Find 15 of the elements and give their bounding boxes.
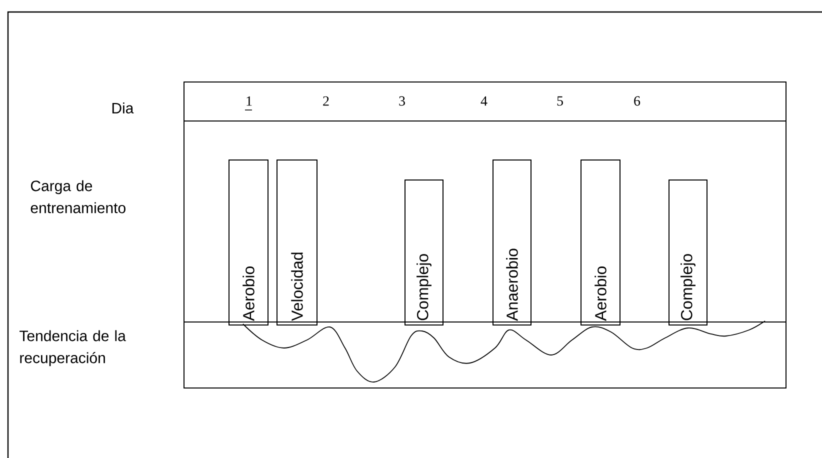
row-label: Tendencia de la recuperación: [20, 330, 126, 366]
day-number: 2: [323, 96, 329, 106]
day-number: 3: [399, 96, 405, 106]
bar: Complejo: [668, 180, 708, 326]
bar: Anaerobio: [492, 160, 532, 326]
row-label: Dia: [112, 102, 134, 114]
bar: Complejo: [404, 180, 444, 326]
row-label: Carga de entrenamiento: [30, 180, 126, 214]
bar: Velocidad: [276, 160, 318, 326]
day-number: 4: [480, 96, 488, 106]
day-number: 6: [634, 96, 640, 106]
bar: Aerobio: [580, 160, 620, 326]
day-number: 5: [557, 96, 563, 106]
bar: Aerobio: [228, 160, 268, 326]
day-number: 1: [246, 96, 252, 106]
